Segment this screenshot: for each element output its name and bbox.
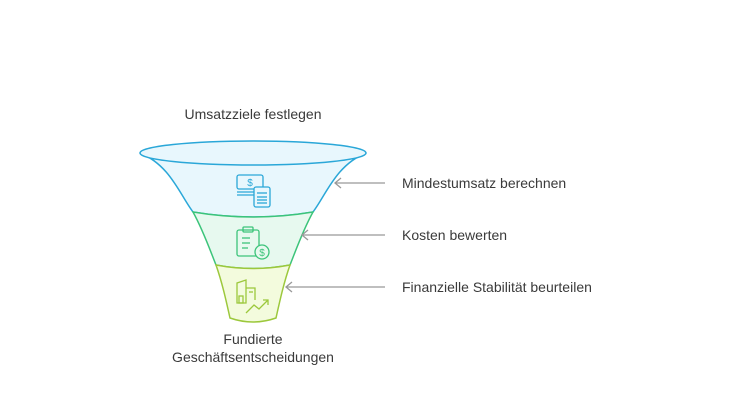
money-calculator-icon: $ [236, 174, 271, 208]
funnel-stage-2 [191, 211, 315, 270]
funnel-stage-3 [214, 264, 292, 323]
building-growth-icon [236, 279, 269, 314]
result-line-2: Geschäftsentscheidungen [172, 349, 334, 365]
result-line-1: Fundierte [223, 331, 283, 347]
stage-label-3: Finanzielle Stabilität beurteilen [402, 279, 592, 295]
svg-text:$: $ [259, 248, 265, 259]
funnel-top-rim [139, 140, 367, 166]
funnel-title: Umsatzziele festlegen [184, 106, 322, 122]
clipboard-dollar-icon: $ [236, 226, 270, 260]
stage-label-1: Mindestumsatz berechnen [402, 175, 567, 191]
svg-text:$: $ [247, 178, 253, 189]
stage-label-2: Kosten bewerten [402, 227, 508, 243]
